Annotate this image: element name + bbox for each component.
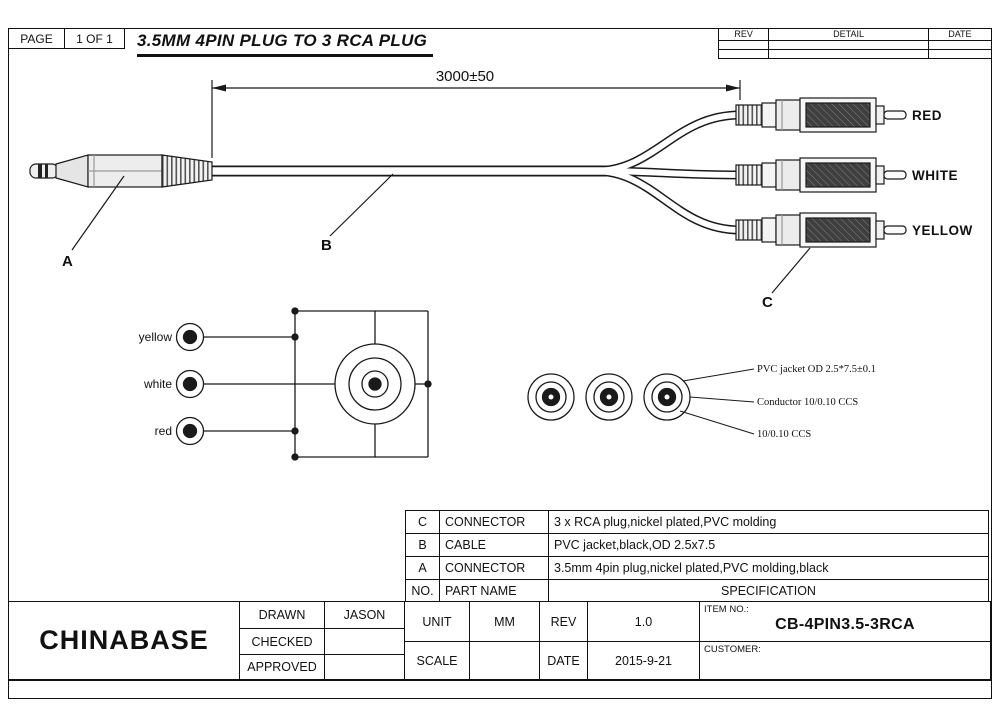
callout-a: A <box>62 253 73 270</box>
drawn-label: DRAWN <box>240 602 324 628</box>
page-label-box: PAGE <box>8 28 65 49</box>
spec-table: C CONNECTOR 3 x RCA plug,nickel plated,P… <box>405 510 989 602</box>
annotation-conductor: Conductor 10/0.10 CCS <box>757 397 858 408</box>
item-no-label: ITEM NO.: <box>704 604 749 615</box>
revision-empty-row <box>717 49 993 59</box>
detail-col-header: DETAIL <box>768 28 929 41</box>
unit-value: MM <box>470 602 539 641</box>
page-count-box: 1 OF 1 <box>64 28 125 49</box>
customer-label: CUSTOMER: <box>704 644 761 655</box>
cable-cross-section <box>527 368 755 435</box>
customer-cell: CUSTOMER: <box>700 642 990 679</box>
spec-no: B <box>405 533 440 557</box>
sheet-border-frame <box>8 28 992 699</box>
rev-col-header: REV <box>717 28 770 41</box>
pinout-schematic <box>175 307 432 461</box>
page-count: 1 OF 1 <box>76 31 113 46</box>
callout-leaders <box>71 173 811 294</box>
rev-label: REV <box>540 602 587 641</box>
rca-plug-yellow <box>735 212 907 248</box>
plug-3-5mm <box>29 154 213 188</box>
spec-detail: 3 x RCA plug,nickel plated,PVC molding <box>548 510 989 534</box>
revision-header-row: REV DETAIL DATE <box>717 28 993 41</box>
spec-row-b: B CABLE PVC jacket,black,OD 2.5x7.5 <box>405 533 989 557</box>
rca-plug-red <box>735 97 907 133</box>
date-col-header: DATE <box>927 28 993 41</box>
spec-footer-row: NO. PART NAME SPECIFICATION <box>405 579 989 602</box>
callout-b: B <box>321 237 332 254</box>
spec-part: CONNECTOR <box>439 556 549 580</box>
sheet-title: 3.5MM 4PIN PLUG TO 3 RCA PLUG <box>137 31 434 57</box>
label-white: WHITE <box>912 168 958 183</box>
dimension-3000 <box>211 80 741 158</box>
spec-detail: 3.5mm 4pin plug,nickel plated,PVC moldin… <box>548 556 989 580</box>
spec-footer-no: NO. <box>405 579 440 602</box>
annotation-pvc-jacket: PVC jacket OD 2.5*7.5±0.1 <box>757 364 876 375</box>
spec-footer-spec: SPECIFICATION <box>548 579 989 602</box>
rev-value: 1.0 <box>588 602 699 641</box>
drawn-value: JASON <box>325 602 404 628</box>
scale-label: SCALE <box>405 642 469 679</box>
pin-label-white: white <box>143 377 172 391</box>
revision-table: REV DETAIL DATE <box>717 28 993 59</box>
title-block: CHINABASE DRAWN JASON CHECKED APPROVED U… <box>8 601 992 681</box>
date-value: 2015-9-21 <box>588 642 699 679</box>
item-no-cell: ITEM NO.: CB-4PIN3.5-3RCA <box>700 602 990 641</box>
rca-plug-white <box>735 157 907 193</box>
checked-value <box>325 629 404 654</box>
label-red: RED <box>912 108 942 123</box>
spec-detail: PVC jacket,black,OD 2.5x7.5 <box>548 533 989 557</box>
spec-part: CONNECTOR <box>439 510 549 534</box>
scale-value <box>470 642 539 679</box>
spec-row-c: C CONNECTOR 3 x RCA plug,nickel plated,P… <box>405 510 989 534</box>
cable <box>212 110 741 235</box>
revision-empty-row <box>717 40 993 50</box>
unit-label: UNIT <box>405 602 469 641</box>
approved-label: APPROVED <box>240 655 324 679</box>
spec-no: A <box>405 556 440 580</box>
checked-label: CHECKED <box>240 629 324 654</box>
annotation-ccs: 10/0.10 CCS <box>757 429 811 440</box>
spec-row-a: A CONNECTOR 3.5mm 4pin plug,nickel plate… <box>405 556 989 580</box>
label-yellow: YELLOW <box>912 223 973 238</box>
spec-footer-part: PART NAME <box>439 579 549 602</box>
pin-label-red: red <box>155 424 172 438</box>
item-no-value: CB-4PIN3.5-3RCA <box>775 616 915 633</box>
callout-c: C <box>762 294 773 311</box>
dimension-label: 3000±50 <box>436 68 494 85</box>
company-name: CHINABASE <box>9 602 239 679</box>
spec-no: C <box>405 510 440 534</box>
date-label: DATE <box>540 642 587 679</box>
page-label: PAGE <box>20 31 53 46</box>
pin-label-yellow: yellow <box>139 330 173 344</box>
approved-value <box>325 655 404 679</box>
spec-part: CABLE <box>439 533 549 557</box>
